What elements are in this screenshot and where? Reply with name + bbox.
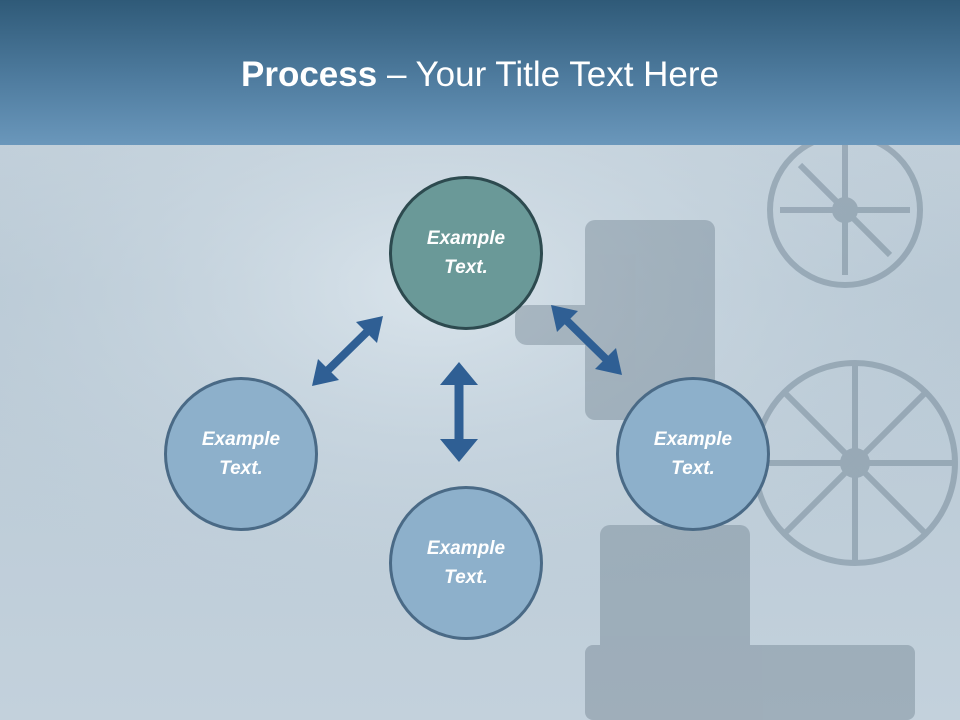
node-right-line2: Text. (671, 458, 715, 479)
node-bottom[interactable]: Example Text. (389, 486, 543, 640)
node-left[interactable]: Example Text. (164, 377, 318, 531)
node-top-line2: Text. (444, 257, 488, 278)
title-bold: Process (241, 55, 378, 94)
node-left-line1: Example (201, 429, 281, 450)
node-left-line2: Text. (219, 458, 263, 479)
double-arrow-top-left (312, 316, 383, 386)
double-arrow-vertical (440, 362, 478, 462)
node-right[interactable]: Example Text. (616, 377, 770, 531)
node-right-line1: Example (653, 429, 733, 450)
node-bottom-line2: Text. (444, 567, 488, 588)
page-title: Process – Your Title Text Here (0, 52, 960, 98)
title-bar (0, 0, 960, 145)
node-top[interactable]: Example Text. (389, 176, 543, 330)
node-top-line1: Example (426, 228, 506, 249)
double-arrow-top-right (551, 305, 622, 375)
title-rest: – Your Title Text Here (377, 55, 719, 94)
node-bottom-line1: Example (426, 538, 506, 559)
